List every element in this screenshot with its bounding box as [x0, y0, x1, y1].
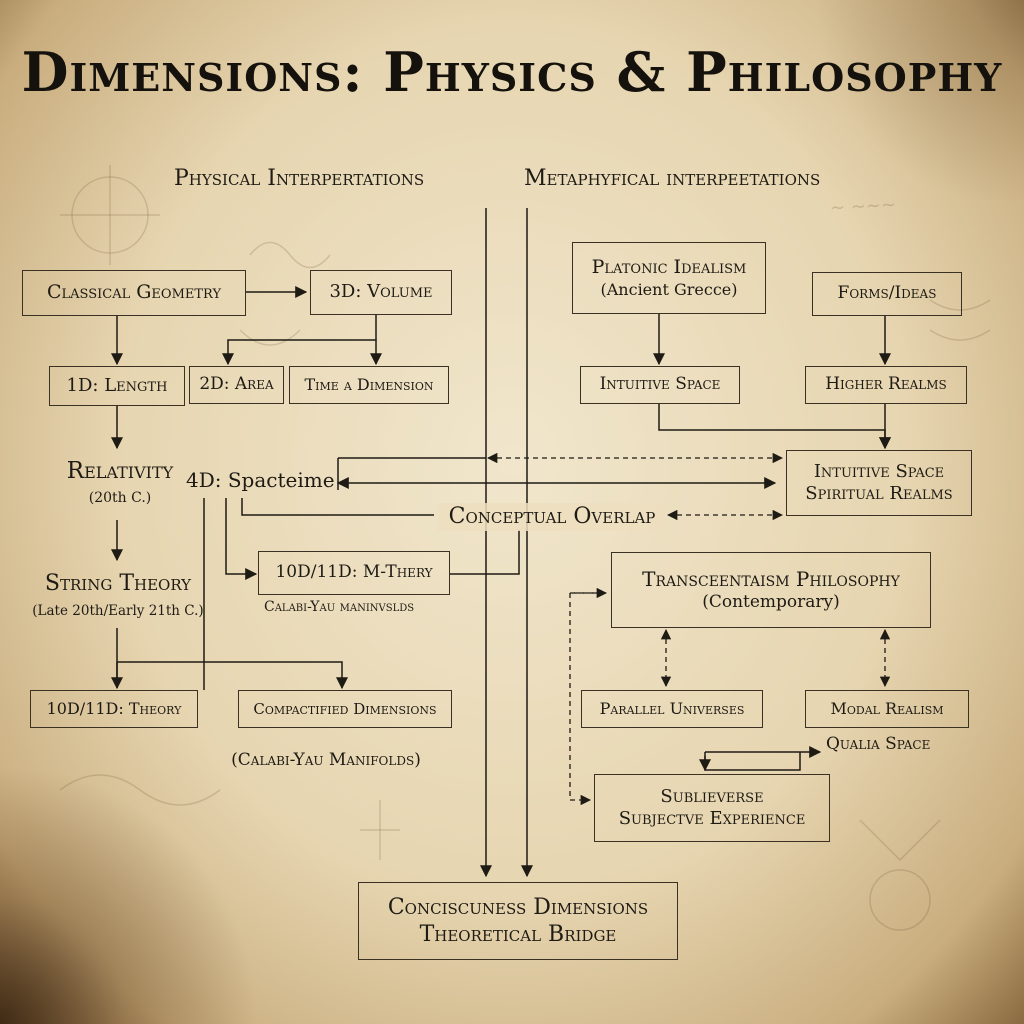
node-parallel-universes: Parallel Universes [581, 690, 763, 728]
relativity-label: Relativity [66, 458, 174, 484]
node-label: 2D: Area [199, 374, 274, 395]
platonic-subtitle: (Ancient Grecce) [600, 279, 738, 299]
node-label: Forms/Ideas [837, 283, 937, 304]
node-label: Classical Geometry [46, 281, 222, 304]
node-label: Compactified Dimensions [253, 699, 437, 718]
spacetime-4d-label: 4D: Spacteime [186, 468, 335, 492]
transcendentalism-subtitle: (Contemporary) [702, 591, 840, 612]
node-label: 3D: Volume [329, 281, 433, 303]
node-compactified-dimensions: Compactified Dimensions [238, 690, 452, 728]
node-modal-realism: Modal Realism [805, 690, 969, 728]
node-label: 1D: Length [66, 374, 168, 396]
relativity-era: (20th C.) [88, 490, 152, 506]
string-theory-label: String Theory [44, 571, 192, 596]
node-1d-length: 1D: Length [49, 366, 185, 406]
subjective-line-2: Subjectve Experience [618, 808, 806, 829]
node-label: 10D/11D: Theory [46, 699, 182, 718]
node-3d-volume: 3D: Volume [310, 270, 452, 315]
subjective-line-1: Sublieverse [660, 785, 764, 807]
node-2d-area: 2D: Area [189, 366, 284, 404]
node-label: Higher Realms [825, 374, 947, 395]
spiritual-line-2: Spiritual Realms [805, 483, 953, 504]
platonic-title: Platonic Idealism [591, 256, 747, 279]
node-label: Time a Dimension [304, 375, 434, 394]
node-platonic-idealism: Platonic Idealism (Ancient Grecce) [572, 242, 766, 314]
node-intuitive-space: Intuitive Space [580, 366, 740, 404]
node-subjective-experience: Sublieverse Subjectve Experience [594, 774, 830, 842]
node-higher-realms: Higher Realms [805, 366, 967, 404]
qualia-space-label: Qualia Space [826, 734, 931, 754]
calabi-yau-label: (Calabi-Yau Manifolds) [231, 750, 421, 770]
node-forms-ideas: Forms/Ideas [812, 272, 962, 316]
conceptual-overlap-label: Conceptual Overlap [438, 503, 666, 531]
bridge-line-2: Theoretical Bridge [419, 922, 617, 947]
node-10d-11d-theory: 10D/11D: Theory [30, 690, 198, 728]
node-label: Modal Realism [830, 699, 944, 718]
calabi-yau-small-label: Calabi-Yau maninvslds [264, 599, 415, 615]
node-consciousness-bridge: Conciscuness Dimensions Theoretical Brid… [358, 882, 678, 960]
node-label: Parallel Universes [599, 699, 745, 718]
node-label: Intuitive Space [599, 374, 721, 395]
bridge-line-1: Conciscuness Dimensions [387, 894, 649, 920]
node-m-theory: 10D/11D: M-Thery [258, 551, 450, 595]
string-theory-era: (Late 20th/Early 21th C.) [32, 603, 204, 619]
diagram-title: Dimensions: Physics & Philosophy [21, 40, 1003, 104]
node-classical-geometry: Classical Geometry [22, 270, 246, 316]
node-time-dimension: Time a Dimension [289, 366, 449, 404]
node-transcendentalism: Transceentaism Philosophy (Contemporary) [611, 552, 931, 628]
spiritual-line-1: Intuitive Space [813, 460, 945, 482]
node-intuitive-spiritual: Intuitive Space Spiritual Realms [786, 450, 972, 516]
metaphysical-heading: Metaphyfical interpeetations [524, 166, 821, 191]
node-label: 10D/11D: M-Thery [275, 562, 433, 583]
physical-heading: Physical Interpertations [174, 166, 425, 191]
transcendentalism-title: Transceentaism Philosophy [642, 566, 900, 591]
